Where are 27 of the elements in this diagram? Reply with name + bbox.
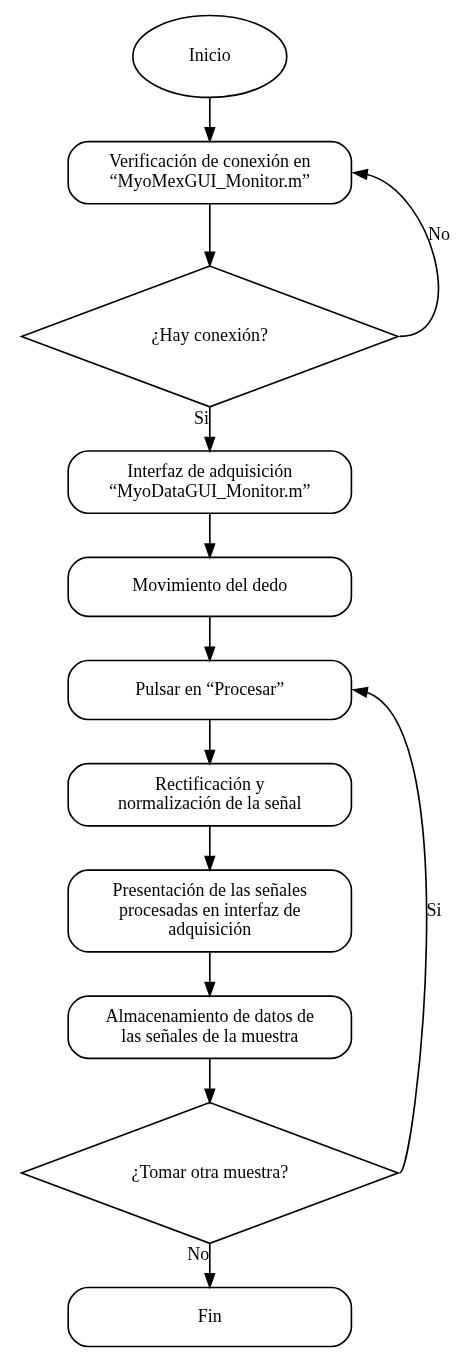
arrow <box>204 406 216 454</box>
edge-label: Si <box>194 407 210 428</box>
node-diamond: ¿Hay conexión? <box>19 265 401 408</box>
edge-label: No <box>427 223 450 244</box>
node-ellipse: Inicio <box>132 14 288 99</box>
node-box: Pulsar en “Procesar” <box>67 659 353 721</box>
edge-label: Si <box>426 899 442 920</box>
node-box: Fin <box>67 1286 353 1348</box>
node-box: Movimiento del dedo <box>67 556 353 618</box>
node-box: Rectificación y normalización de la señal <box>67 762 353 827</box>
arrow <box>204 825 216 873</box>
arrow <box>351 686 428 1174</box>
arrow <box>204 512 216 560</box>
arrow <box>204 1242 216 1290</box>
node-diamond: ¿Tomar otra muestra? <box>19 1101 401 1245</box>
arrow <box>204 1057 216 1105</box>
arrow <box>351 168 439 338</box>
arrow <box>204 203 216 268</box>
node-box: Presentación de las señales procesadas en interfaz de adquisición <box>67 869 353 953</box>
node-box: Interfaz de adquisición “MyoDataGUI_Monitor.m” <box>67 450 353 515</box>
edge-label: No <box>187 1244 210 1265</box>
arrow <box>204 616 216 663</box>
arrow <box>204 951 216 999</box>
node-box: Almacenamiento de datos de las señales de la muestra <box>67 995 353 1060</box>
arrow <box>204 96 216 144</box>
node-box: Verificación de conexión en “MyoMexGUI_Monitor.m” <box>67 140 353 205</box>
arrow <box>204 719 216 767</box>
